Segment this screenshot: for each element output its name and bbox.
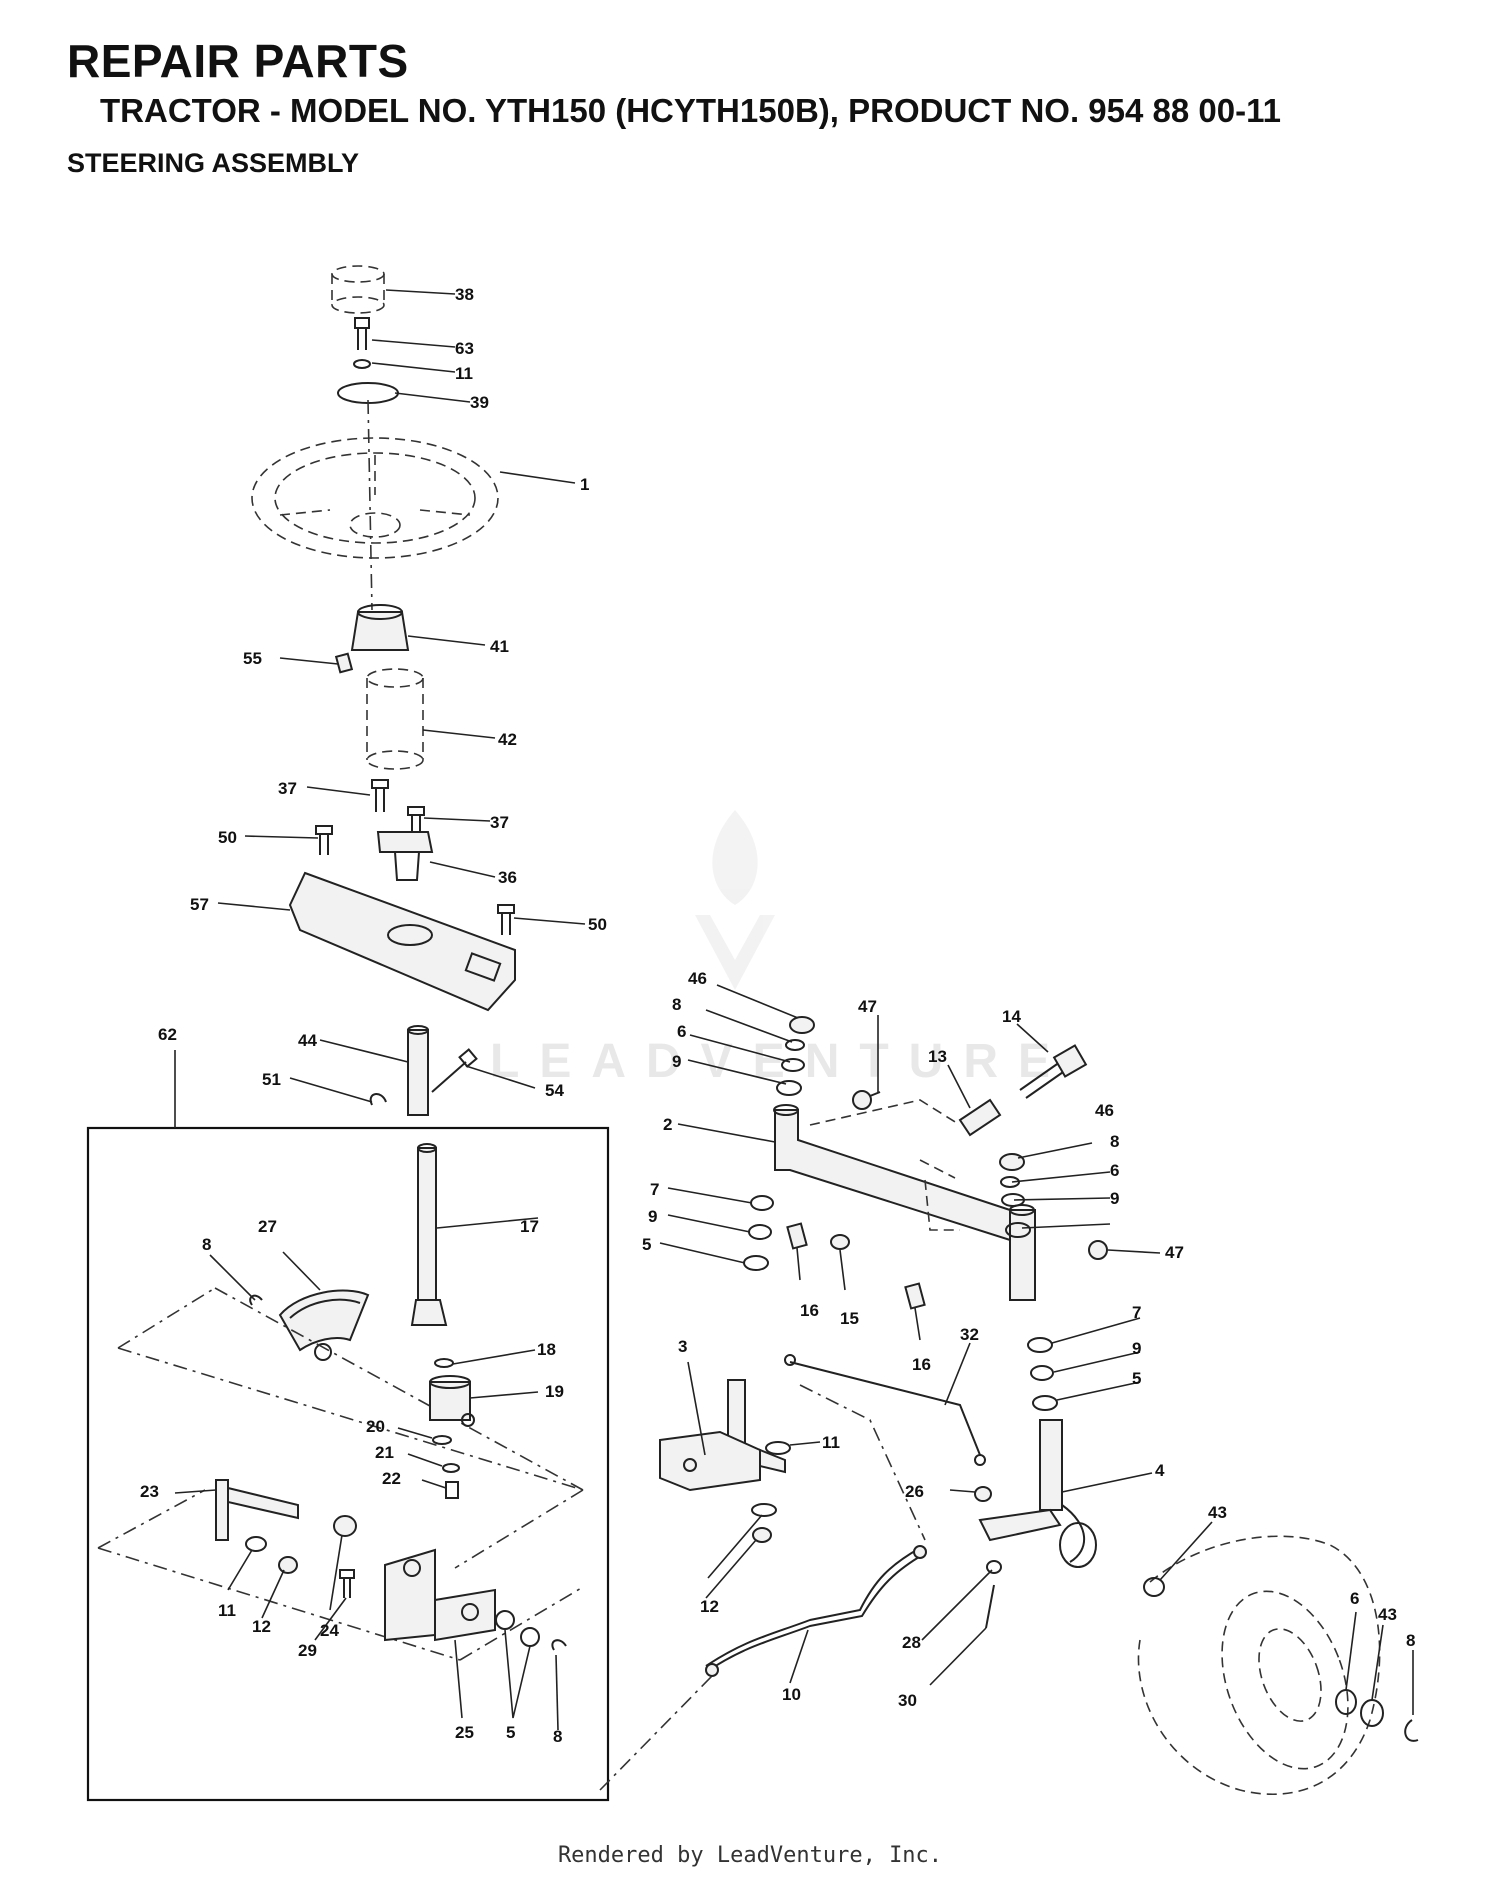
callout-36: 36	[498, 868, 517, 887]
watermark-logo	[695, 810, 775, 990]
callout-47: 47	[858, 997, 877, 1016]
callout-19: 19	[545, 1382, 564, 1401]
callout-55: 55	[243, 649, 262, 668]
callout-23: 23	[140, 1482, 159, 1501]
callout-9: 9	[672, 1052, 681, 1071]
section-title: STEERING ASSEMBLY	[67, 148, 360, 178]
callout-20: 20	[366, 1417, 385, 1436]
callout-32: 32	[960, 1325, 979, 1344]
callout-6: 6	[1110, 1161, 1119, 1180]
callout-6: 6	[1350, 1589, 1359, 1608]
watermark-text: LEADVENTURE	[490, 1035, 1071, 1088]
callout-50: 50	[588, 915, 607, 934]
callout-2: 2	[663, 1115, 672, 1134]
callout-5: 5	[1132, 1369, 1141, 1388]
callout-11: 11	[218, 1601, 236, 1620]
callout-57: 57	[190, 895, 209, 914]
callout-9: 9	[1132, 1339, 1141, 1358]
callout-13: 13	[928, 1047, 947, 1066]
render-credit: Rendered by LeadVenture, Inc.	[557, 1843, 943, 1868]
callout-29: 29	[298, 1641, 317, 1660]
callout-10: 10	[782, 1685, 801, 1704]
callout-11: 11	[455, 364, 473, 383]
callout-25: 25	[455, 1723, 474, 1742]
callout-9: 9	[1110, 1189, 1119, 1208]
callout-18: 18	[537, 1340, 556, 1359]
callout-21: 21	[375, 1443, 394, 1462]
callout-5: 5	[506, 1723, 515, 1742]
callout-6: 6	[677, 1022, 686, 1041]
callout-39: 39	[470, 393, 489, 412]
callout-46: 46	[1095, 1101, 1114, 1120]
callout-51: 51	[262, 1070, 281, 1089]
page-title: REPAIR PARTS	[67, 35, 409, 87]
callout-12: 12	[252, 1617, 271, 1636]
callout-30: 30	[898, 1691, 917, 1710]
callout-47: 47	[1165, 1243, 1184, 1262]
callout-37: 37	[278, 779, 297, 798]
callout-5: 5	[642, 1235, 651, 1254]
callout-62: 62	[158, 1025, 177, 1044]
model-subtitle: TRACTOR - MODEL NO. YTH150 (HCYTH150B), …	[100, 92, 1281, 129]
steering-gear-box-62	[86, 1050, 610, 1802]
callout-16: 16	[800, 1301, 819, 1320]
callout-17: 17	[520, 1217, 539, 1236]
callout-43: 43	[1378, 1605, 1397, 1624]
callout-41: 41	[490, 637, 509, 656]
callout-11: 11	[822, 1433, 840, 1452]
callout-1: 1	[580, 475, 589, 494]
callout-27: 27	[258, 1217, 277, 1236]
callout-14: 14	[1002, 1007, 1021, 1026]
callout-44: 44	[298, 1031, 317, 1050]
callout-16: 16	[912, 1355, 931, 1374]
callout-7: 7	[1132, 1303, 1141, 1322]
callout-7: 7	[650, 1180, 659, 1199]
callout-9: 9	[648, 1207, 657, 1226]
callout-15: 15	[840, 1309, 859, 1328]
callout-37: 37	[490, 813, 509, 832]
callout-26: 26	[905, 1482, 924, 1501]
callout-24: 24	[320, 1621, 339, 1640]
callout-22: 22	[382, 1469, 401, 1488]
callout-50: 50	[218, 828, 237, 847]
callout-46: 46	[688, 969, 707, 988]
callout-38: 38	[455, 285, 474, 304]
callout-8: 8	[202, 1235, 211, 1254]
callout-8: 8	[672, 995, 681, 1014]
callout-12: 12	[700, 1597, 719, 1616]
callout-28: 28	[902, 1633, 921, 1652]
callout-3: 3	[678, 1337, 687, 1356]
front-axle-parts	[599, 1016, 1419, 1795]
callout-8: 8	[1110, 1132, 1119, 1151]
callout-54: 54	[545, 1081, 564, 1100]
callout-42: 42	[498, 730, 517, 749]
leader-lines	[174, 289, 1414, 1731]
callout-4: 4	[1155, 1461, 1165, 1480]
callout-8: 8	[553, 1727, 562, 1746]
callout-8: 8	[1406, 1631, 1415, 1650]
steering-column-parts	[251, 265, 516, 1116]
callout-43: 43	[1208, 1503, 1227, 1522]
callout-63: 63	[455, 339, 474, 358]
